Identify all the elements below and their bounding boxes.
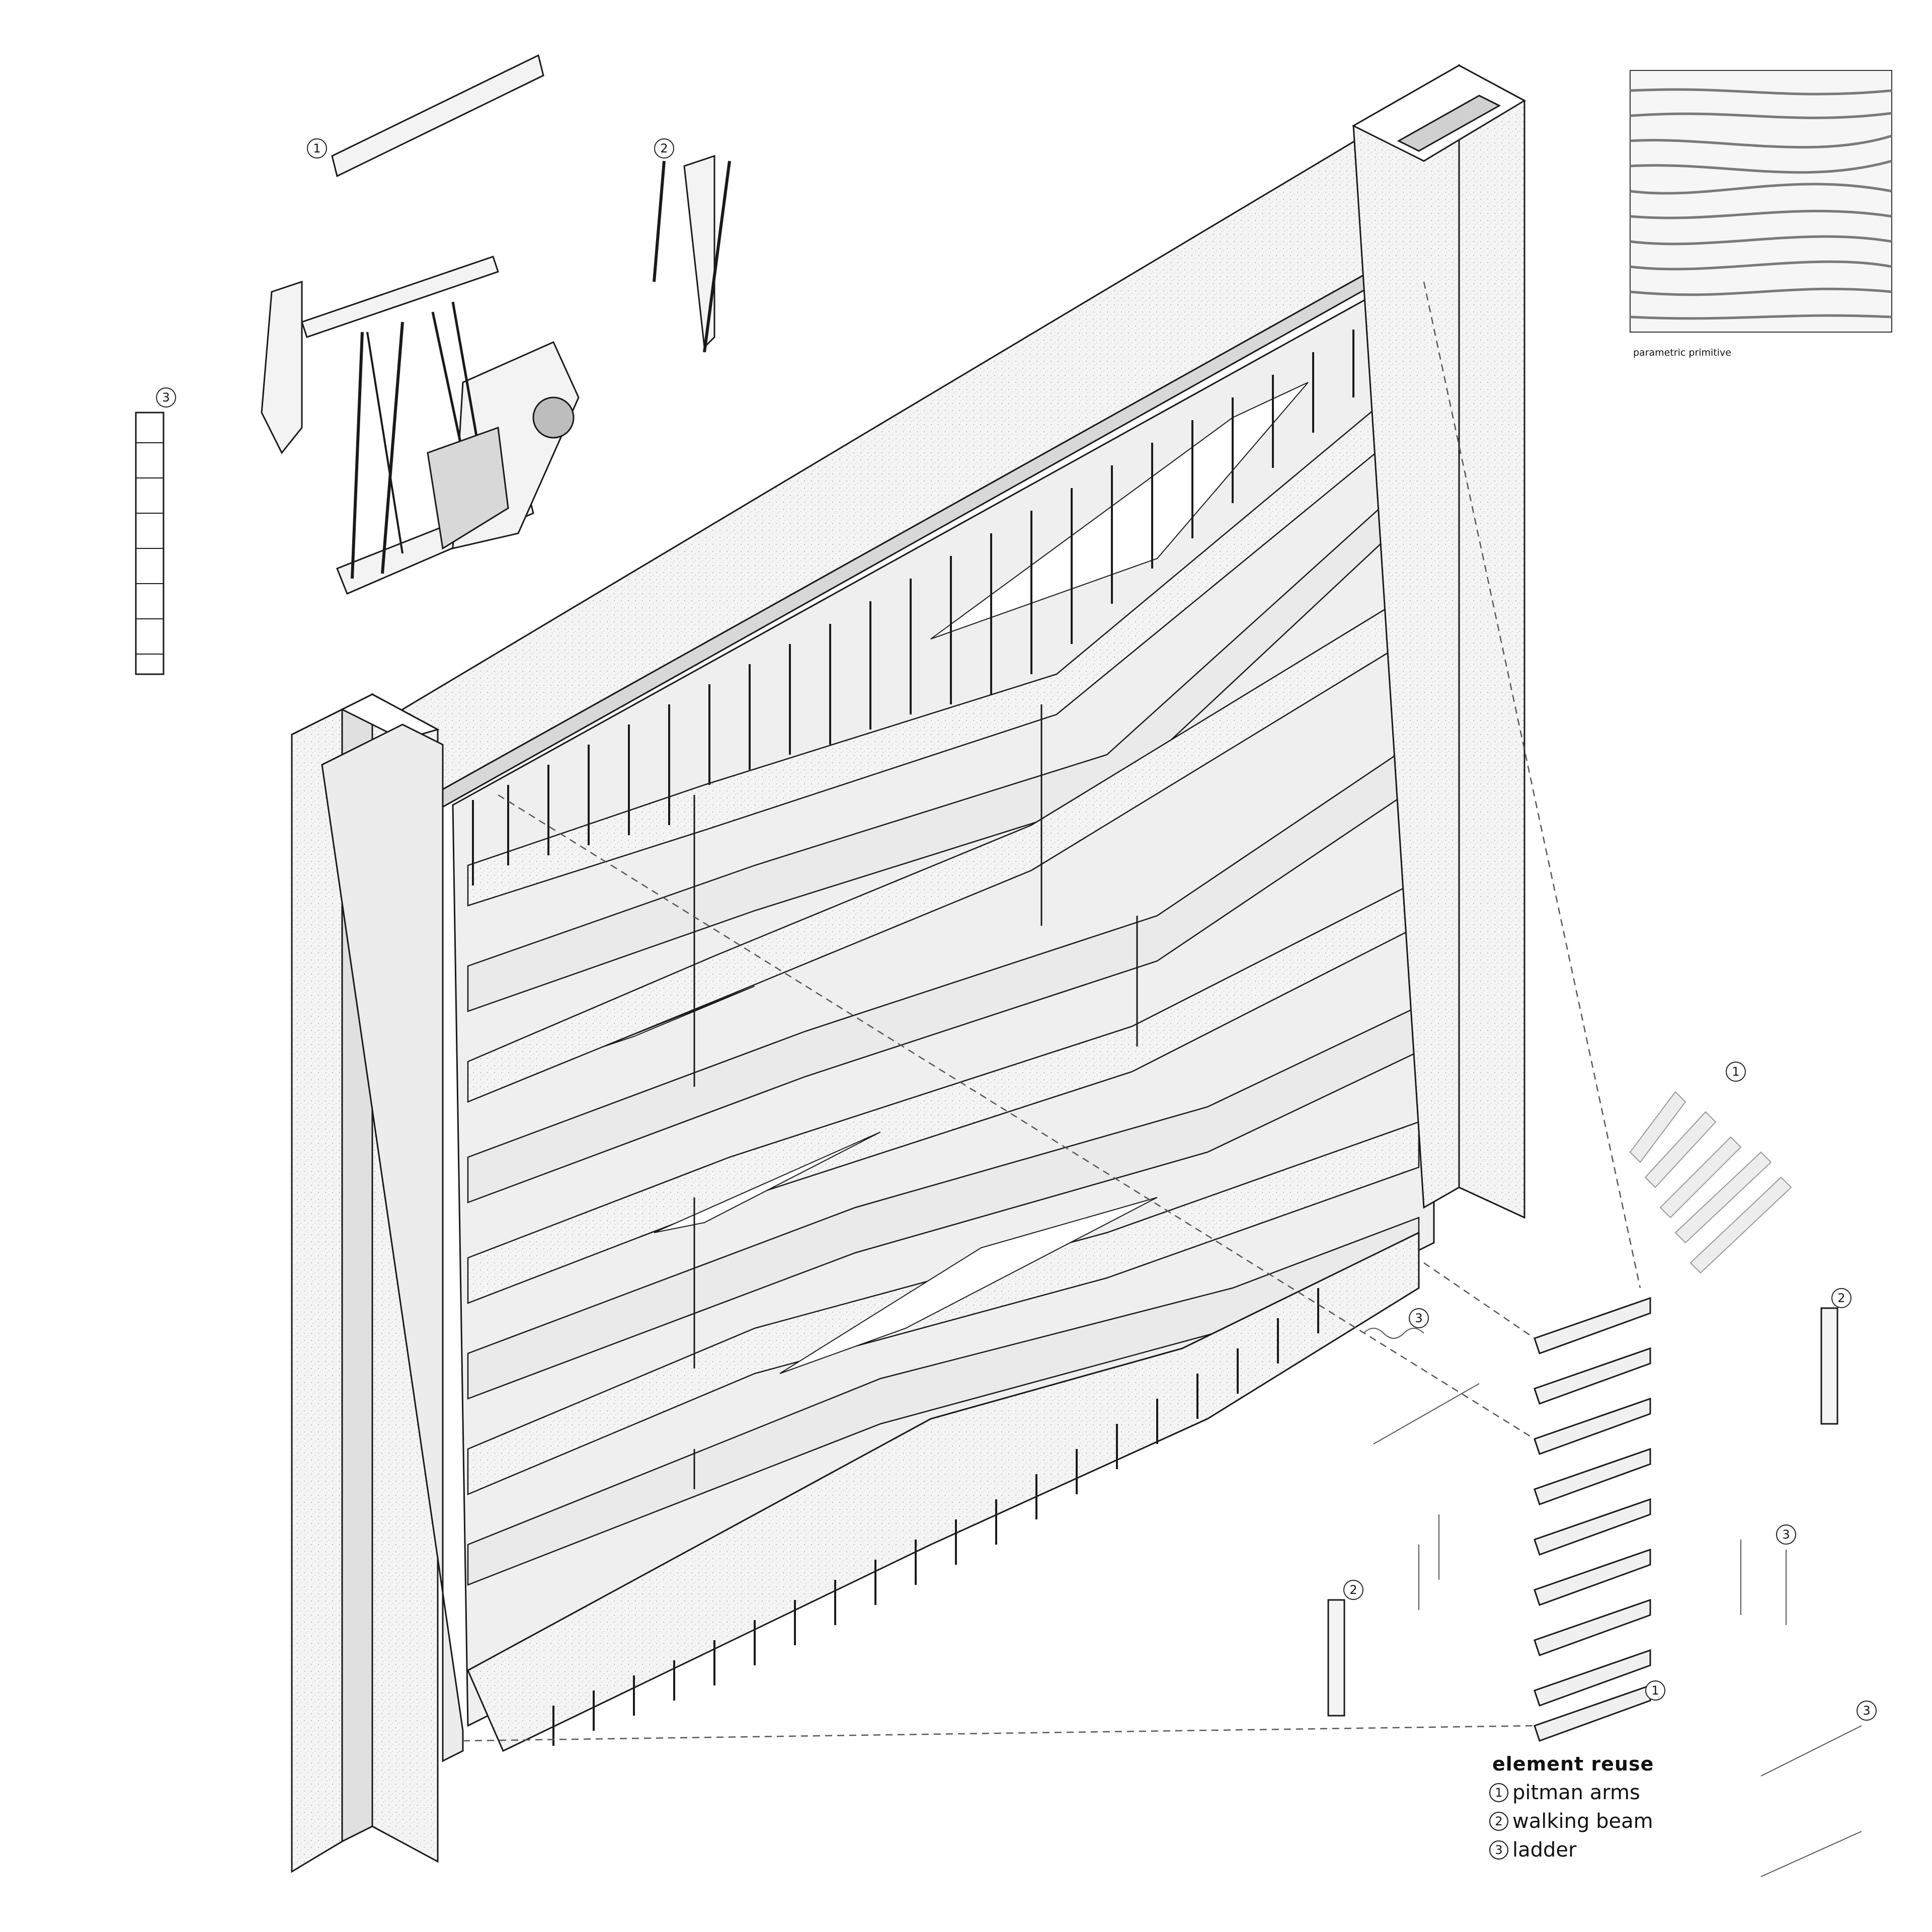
right-column-inner [1397,95,1501,152]
marker-1-lower: 1 [1645,1680,1665,1701]
pumpjack-horsehead [261,280,303,454]
exploded-parts-top [135,54,731,675]
legend-num: 2 [1489,1812,1508,1831]
marker-3-spring: 3 [1409,1308,1429,1328]
vertical-struts [693,704,1138,1489]
ladder-pieces [1363,1328,1862,1877]
pumpjack-walking-beam [301,256,499,338]
slot-opening [654,1132,881,1233]
legend-title: element reuse [1492,1753,1654,1775]
pumpjack-crank [532,396,575,439]
legend-num: 1 [1489,1783,1508,1802]
right-column-front [1458,64,1525,1219]
walking-beam-piece [1327,1599,1345,1717]
parametric-primitive [1630,70,1892,333]
slot-opening [930,382,1309,639]
pitman-arm-piece [1534,1347,1651,1405]
fin-rods [472,330,1354,886]
bottom-rods [552,1288,1319,1746]
pitman-arm-piece [1534,1297,1651,1354]
primitive-caption: parametric primitive [1633,347,1731,358]
legend-label: walking beam [1512,1810,1653,1833]
leader-lines [462,281,1641,1742]
beam-part [331,54,544,178]
marker-1-beam: 1 [307,138,327,158]
pitman-arm-piece [1534,1397,1651,1455]
pitman-part [683,154,715,349]
right-column-top [1351,64,1526,162]
marker-3-bottom: 3 [1857,1701,1877,1721]
pitman-arm-piece [1534,1684,1651,1742]
pitman-arm-piece [1659,1136,1742,1219]
legend-label: pitman arms [1512,1781,1640,1804]
pitman-arm-piece [1674,1151,1772,1244]
marker-2-right: 2 [1831,1288,1852,1308]
lower-bulge [467,1231,1420,1752]
legend-item-pitman-arms: 1 pitman arms [1489,1781,1640,1804]
pitman-arm-piece [1644,1111,1717,1188]
pumpjack-illustration [261,256,580,595]
exploded-parts-right [1327,1091,1862,1877]
slot-openings [603,382,1309,1374]
pitman-arm-piece [1534,1498,1651,1556]
legend-label: ladder [1512,1838,1577,1862]
pitman-arm-piece [1534,1548,1651,1606]
left-column-face [291,708,343,1873]
pitman-arm-piece [1534,1649,1651,1707]
pitman-arm-piece [1629,1091,1686,1163]
pitman-arm-piece [1534,1598,1651,1656]
hatched-pieces [1629,1091,1792,1274]
slot-opening [779,1197,1158,1374]
pitman-arm-piece [1534,1447,1651,1505]
ladder-rungs [136,442,164,655]
facade-assembly [291,64,1526,1873]
marker-2-lower: 2 [1343,1580,1363,1600]
pumpjack-counterweight [427,426,509,550]
pitman-arm-piece [1689,1176,1792,1274]
legend-num: 3 [1489,1840,1508,1860]
legend-item-ladder: 3 ladder [1489,1838,1576,1862]
marker-3-ladder: 3 [156,387,176,408]
marker-2-pitman: 2 [654,138,674,158]
louvre-bands [467,371,1420,1586]
left-column-web [321,723,464,1762]
walking-beam-piece [1820,1307,1838,1425]
marker-3-right: 3 [1776,1524,1796,1545]
marker-1-hatched: 1 [1726,1062,1746,1082]
legend-item-walking-beam: 2 walking beam [1489,1810,1653,1833]
wave-lines [1630,88,1892,320]
